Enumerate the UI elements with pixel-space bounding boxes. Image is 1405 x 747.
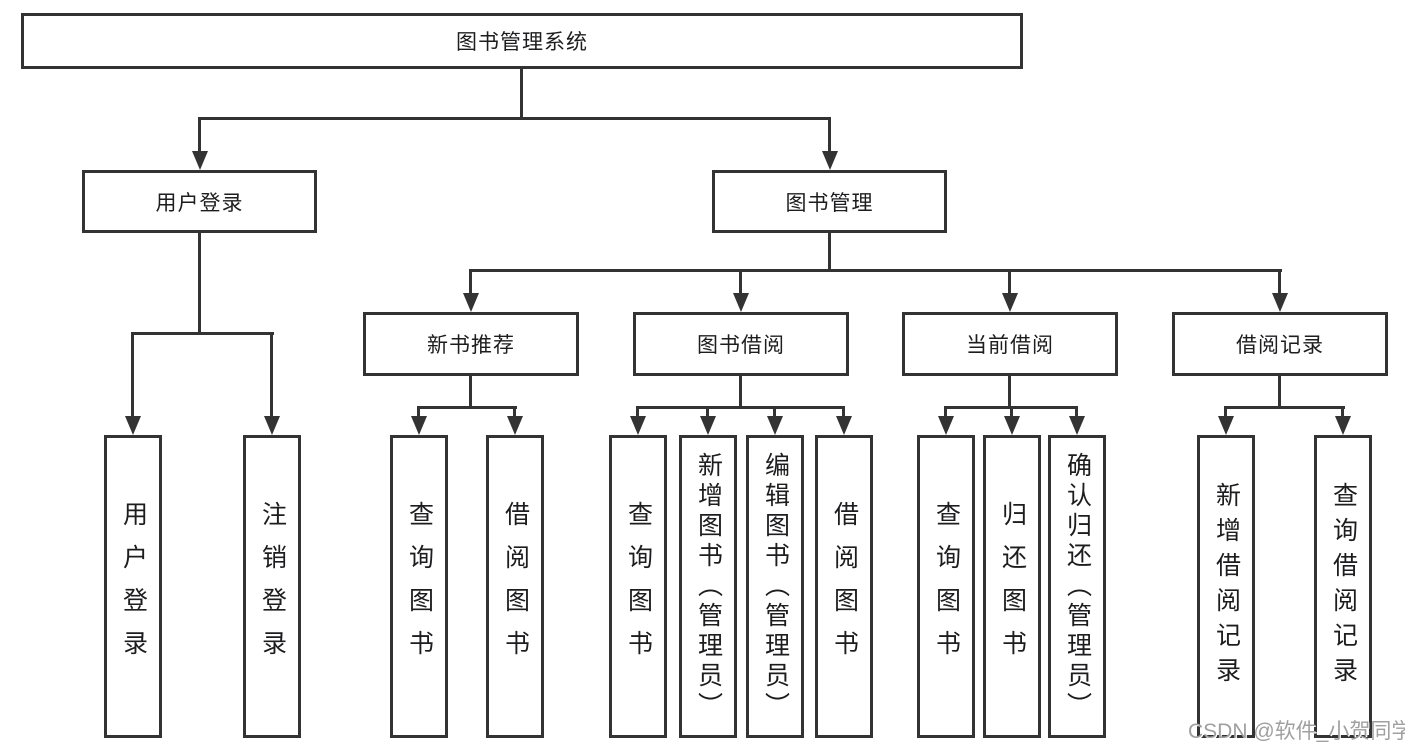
connector-level3-rail xyxy=(469,269,1282,272)
arrow-down-icon xyxy=(263,332,280,435)
leaf-br-add-record-label: 新增借阅记录 xyxy=(1212,481,1241,692)
arrow-down-icon xyxy=(766,406,783,435)
connector-borrow-records-rail xyxy=(1224,406,1345,409)
leaf-rec-query-books: 查询图书 xyxy=(390,435,448,738)
node-borrow-records-label: 借阅记录 xyxy=(1236,334,1324,357)
arrow-down-icon xyxy=(835,406,852,435)
connector-borrow-records-stub xyxy=(1278,376,1281,409)
leaf-user-login: 用户登录 xyxy=(104,435,162,738)
node-book-borrow: 图书借阅 xyxy=(633,312,849,376)
node-root: 图书管理系统 xyxy=(21,13,1023,69)
arrow-down-icon xyxy=(462,269,479,312)
node-current-borrow-label: 当前借阅 xyxy=(966,334,1054,357)
leaf-bb-add-books-label: 新增图书（管理员） xyxy=(694,451,723,722)
connector-new-book-rec-stub xyxy=(469,376,472,409)
arrow-down-icon xyxy=(1001,269,1018,312)
leaf-cb-query-books-label: 查询图书 xyxy=(932,500,961,673)
arrow-down-icon xyxy=(1334,406,1351,435)
node-user-login-label: 用户登录 xyxy=(155,191,244,215)
connector-root-stub xyxy=(520,68,523,120)
node-root-label: 图书管理系统 xyxy=(456,31,588,54)
leaf-cb-confirm-return-label: 确认归还（管理员） xyxy=(1063,451,1092,722)
leaf-cb-return-books-label: 归还图书 xyxy=(998,500,1027,673)
leaf-bb-query-books-label: 查询图书 xyxy=(624,500,653,673)
arrow-down-icon xyxy=(629,406,646,435)
leaf-rec-borrow-books-label: 借阅图书 xyxy=(501,500,530,673)
arrow-down-icon xyxy=(732,269,749,312)
leaf-br-query-record-label: 查询借阅记录 xyxy=(1329,481,1358,692)
arrow-down-icon xyxy=(821,117,838,170)
connector-current-borrow-stub xyxy=(1008,376,1011,409)
leaf-rec-query-books-label: 查询图书 xyxy=(405,500,434,673)
connector-book-mgmt-stub xyxy=(828,233,831,272)
arrow-down-icon xyxy=(506,406,523,435)
leaf-logout-label: 注销登录 xyxy=(258,500,287,673)
leaf-bb-edit-books-label: 编辑图书（管理员） xyxy=(761,451,790,722)
node-new-book-recommend-label: 新书推荐 xyxy=(427,334,515,357)
node-current-borrow: 当前借阅 xyxy=(902,312,1118,376)
arrow-down-icon xyxy=(410,406,427,435)
arrow-down-icon xyxy=(1271,269,1288,312)
leaf-bb-borrow-books-label: 借阅图书 xyxy=(830,500,859,673)
node-new-book-recommend: 新书推荐 xyxy=(363,312,579,376)
arrow-down-icon xyxy=(1068,406,1085,435)
leaf-br-add-record: 新增借阅记录 xyxy=(1197,435,1255,738)
connector-book-borrow-rail xyxy=(636,406,845,409)
leaf-user-login-label: 用户登录 xyxy=(119,500,148,673)
connector-book-borrow-stub xyxy=(739,376,742,409)
leaf-bb-query-books: 查询图书 xyxy=(609,435,667,738)
arrow-down-icon xyxy=(124,332,141,435)
leaf-cb-return-books: 归还图书 xyxy=(983,435,1041,738)
node-borrow-records: 借阅记录 xyxy=(1172,312,1388,376)
leaf-bb-edit-books: 编辑图书（管理员） xyxy=(746,435,804,738)
leaf-cb-confirm-return: 确认归还（管理员） xyxy=(1048,435,1106,738)
arrow-down-icon xyxy=(937,406,954,435)
leaf-bb-add-books: 新增图书（管理员） xyxy=(679,435,737,738)
connector-user-login-rail xyxy=(132,332,274,335)
connector-user-login-stub xyxy=(198,233,201,335)
connector-new-book-rec-rail xyxy=(417,406,517,409)
arrow-down-icon xyxy=(1217,406,1234,435)
node-book-management-label: 图书管理 xyxy=(785,191,874,215)
leaf-logout: 注销登录 xyxy=(243,435,301,738)
leaf-br-query-record: 查询借阅记录 xyxy=(1314,435,1372,738)
arrow-down-icon xyxy=(699,406,716,435)
arrow-down-icon xyxy=(191,117,208,170)
leaf-cb-query-books: 查询图书 xyxy=(917,435,975,738)
leaf-bb-borrow-books: 借阅图书 xyxy=(815,435,873,738)
leaf-rec-borrow-books: 借阅图书 xyxy=(486,435,544,738)
csdn-watermark: CSDN @软件_小贺同学 xyxy=(1188,720,1405,743)
node-user-login: 用户登录 xyxy=(82,170,317,233)
arrow-down-icon xyxy=(1003,406,1020,435)
node-book-management: 图书管理 xyxy=(712,170,947,233)
node-book-borrow-label: 图书借阅 xyxy=(697,334,785,357)
connector-level2-rail xyxy=(198,117,831,120)
